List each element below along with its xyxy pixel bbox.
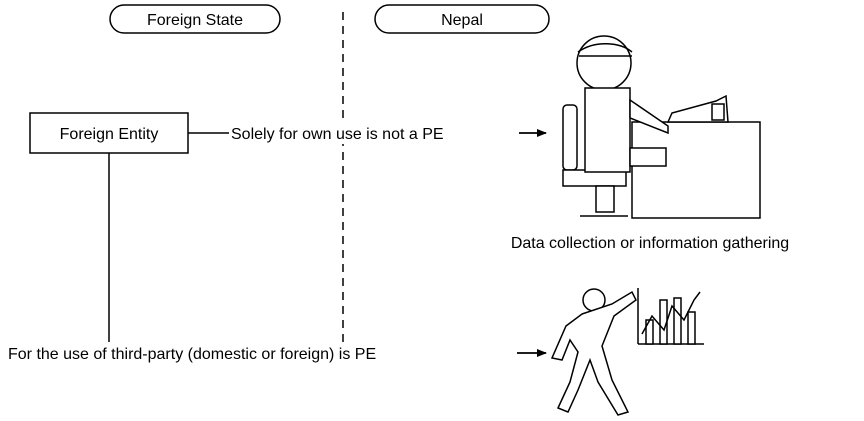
data-collection-caption: Data collection or information gathering [511,235,789,252]
own-use-label-bg [229,122,517,144]
header-foreign-state: Foreign State [109,4,281,34]
foreign-entity-box: Foreign Entity [29,112,189,154]
header-nepal-label: Nepal [441,12,483,29]
person-presenting-chart-icon [550,288,704,416]
third-party-label: For the use of third-party (domestic or … [8,346,376,363]
person-at-desk-computer-icon [562,35,761,219]
header-foreign-state-label: Foreign State [147,12,243,29]
header-nepal: Nepal [374,4,550,34]
foreign-entity-label: Foreign Entity [60,126,159,143]
third-party-label-bg [5,342,517,364]
own-use-label: Solely for own use is not a PE [231,126,444,143]
